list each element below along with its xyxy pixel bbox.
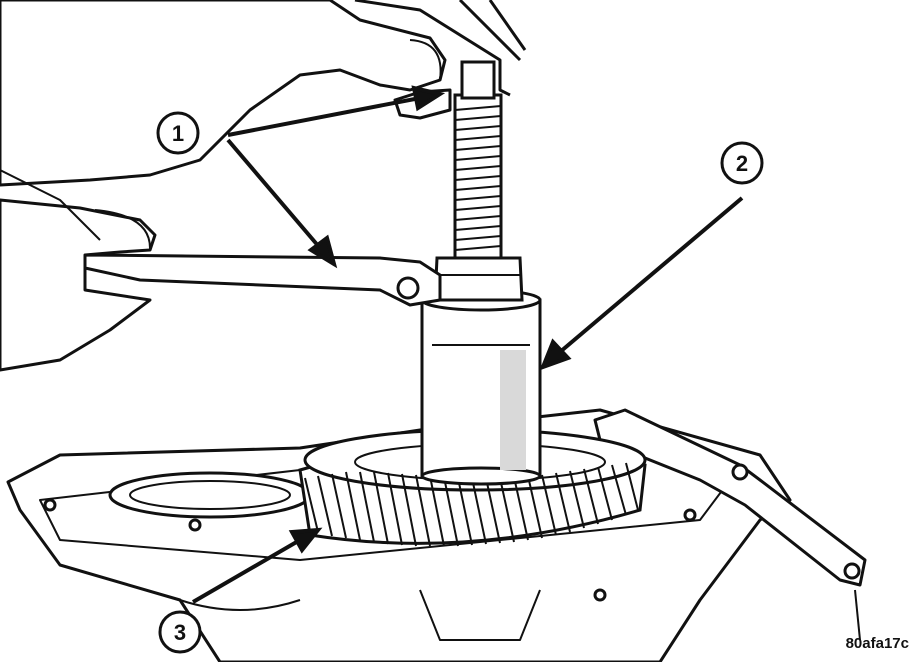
callout-2-label: 2 [736,151,748,176]
gear-teeth [304,462,639,547]
callout-3-label: 3 [174,620,186,645]
callout-1-label: 1 [172,121,184,146]
callout-3: 3 [158,610,202,654]
callout-arrows [191,85,744,604]
hands [0,0,527,372]
callout-2: 2 [720,141,764,185]
linkage-bracket [593,408,867,641]
callout-1: 1 [156,111,200,155]
figure-reference-code: 80afa17c [845,635,909,652]
threaded-shaft [433,60,524,302]
puller-cylinder [420,288,542,486]
